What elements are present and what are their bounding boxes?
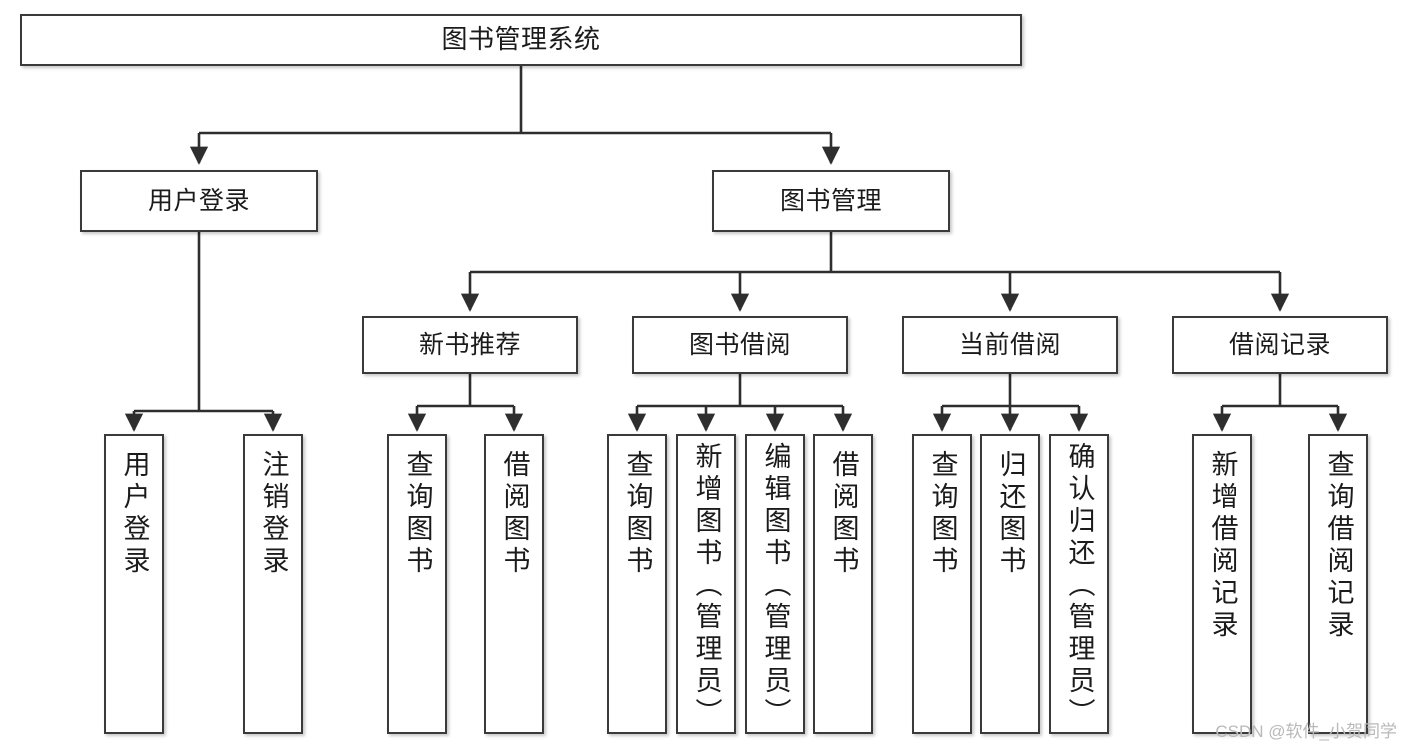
node-leaf-logout-label: 注销登录 [258,450,289,578]
node-leaf-query-book-2-label: 查询图书 [622,450,653,578]
node-new-book-rec-label: 新书推荐 [418,330,521,359]
node-new-book-rec[interactable]: 新书推荐 [362,316,578,374]
node-leaf-add-record[interactable]: 新增借阅记录 [1192,434,1252,734]
node-leaf-borrow-book-2-label: 借阅图书 [828,450,859,578]
node-leaf-query-record[interactable]: 查询借阅记录 [1308,434,1368,734]
csdn-watermark: CSDN @软件_小贺同学 [1215,722,1397,741]
node-leaf-user-login[interactable]: 用户登录 [104,434,164,734]
node-leaf-borrow-book-1[interactable]: 借阅图书 [484,434,544,734]
node-leaf-query-book-2[interactable]: 查询图书 [607,434,667,734]
node-user-login-label: 用户登录 [147,186,250,215]
node-user-login[interactable]: 用户登录 [80,170,318,232]
node-leaf-add-book[interactable]: 新增图书（管理员） [676,434,736,734]
node-leaf-query-book-1[interactable]: 查询图书 [387,434,447,734]
node-leaf-return-book[interactable]: 归还图书 [980,434,1040,734]
node-leaf-confirm-return[interactable]: 确认归还（管理员） [1049,434,1109,734]
node-borrow-record[interactable]: 借阅记录 [1172,316,1388,374]
node-leaf-borrow-book-1-label: 借阅图书 [499,450,530,578]
node-leaf-logout[interactable]: 注销登录 [243,434,303,734]
node-book-borrow[interactable]: 图书借阅 [632,316,848,374]
node-leaf-confirm-return-label: 确认归还（管理员） [1064,442,1095,730]
node-leaf-return-book-label: 归还图书 [995,450,1026,578]
node-leaf-edit-book-label: 编辑图书（管理员） [760,442,791,730]
node-root[interactable]: 图书管理系统 [20,14,1022,66]
node-book-manage-label: 图书管理 [779,186,882,215]
node-leaf-add-record-label: 新增借阅记录 [1207,450,1238,642]
node-current-borrow-label: 当前借阅 [958,330,1061,359]
node-leaf-user-login-label: 用户登录 [119,450,150,578]
node-leaf-query-record-label: 查询借阅记录 [1323,450,1354,642]
node-book-manage[interactable]: 图书管理 [712,170,950,232]
node-current-borrow[interactable]: 当前借阅 [902,316,1118,374]
node-book-borrow-label: 图书借阅 [688,330,791,359]
node-leaf-query-book-3-label: 查询图书 [927,450,958,578]
node-leaf-edit-book[interactable]: 编辑图书（管理员） [745,434,805,734]
node-leaf-query-book-3[interactable]: 查询图书 [912,434,972,734]
node-root-label: 图书管理系统 [441,24,601,55]
node-leaf-borrow-book-2[interactable]: 借阅图书 [813,434,873,734]
node-borrow-record-label: 借阅记录 [1228,330,1331,359]
node-leaf-add-book-label: 新增图书（管理员） [691,442,722,730]
node-leaf-query-book-1-label: 查询图书 [402,450,433,578]
